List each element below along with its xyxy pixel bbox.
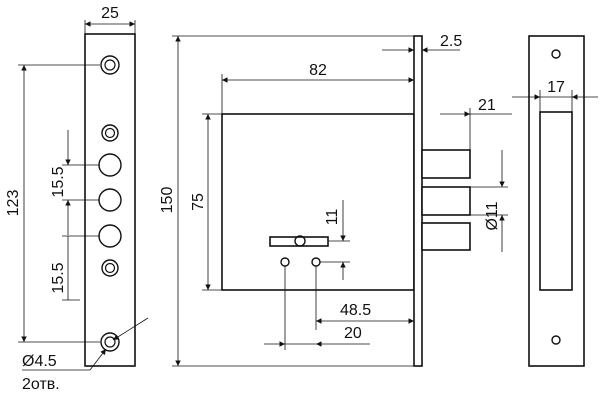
dim-strike-slot-width: 17 [547, 79, 565, 96]
dim-hole-spacing-upper: 15.5 [50, 166, 67, 197]
dim-spindle-distance: 48.5 [340, 302, 371, 319]
dim-faceplate-height: 123 [5, 190, 22, 217]
dim-mount-hole-diameter: Ø4.5 [22, 353, 57, 370]
mount-hole-bottom [100, 332, 120, 352]
dim-bolt-diameter: Ø11 [484, 201, 501, 230]
bolt-2 [421, 186, 471, 216]
dim-backset: 82 [309, 62, 327, 79]
strike-hole-bottom [551, 335, 561, 345]
latch-hole-lower [101, 259, 119, 277]
strike-plate-view: 17 [512, 35, 598, 367]
mount-hole-top [100, 55, 120, 75]
handle-pivot [294, 235, 306, 247]
strike-slot [539, 111, 573, 291]
mount-hole-top-inner [104, 59, 116, 71]
strike-hole-top [551, 49, 561, 59]
dim-plate-thickness: 2.5 [440, 33, 462, 50]
dim-bolt-projection: 21 [478, 97, 496, 114]
dim-case-height: 75 [190, 193, 207, 211]
faceplate-view: 25 123 15.5 15.5 Ø4.5 2отв. [5, 5, 149, 393]
bolt-3 [421, 222, 471, 251]
handle-lever [269, 236, 329, 247]
latch-hole-lower-inner [104, 262, 116, 274]
front-plate [413, 35, 423, 367]
latch-hole-upper [101, 124, 119, 142]
dim-overall-height: 150 [159, 187, 176, 214]
mount-hole-bottom-inner [104, 336, 116, 348]
dim-faceplate-width: 25 [101, 5, 119, 22]
dim-spindle-spacing: 20 [344, 325, 362, 342]
latch-hole-upper-inner [104, 127, 116, 139]
dim-mount-hole-count: 2отв. [22, 376, 60, 393]
bolt-1 [421, 149, 471, 179]
dim-handle-offset: 11 [324, 209, 341, 226]
lock-case [221, 113, 415, 291]
dim-hole-spacing-lower: 15.5 [50, 262, 67, 293]
lock-side-view: 82 150 75 2.5 21 Ø11 11 [159, 33, 512, 367]
